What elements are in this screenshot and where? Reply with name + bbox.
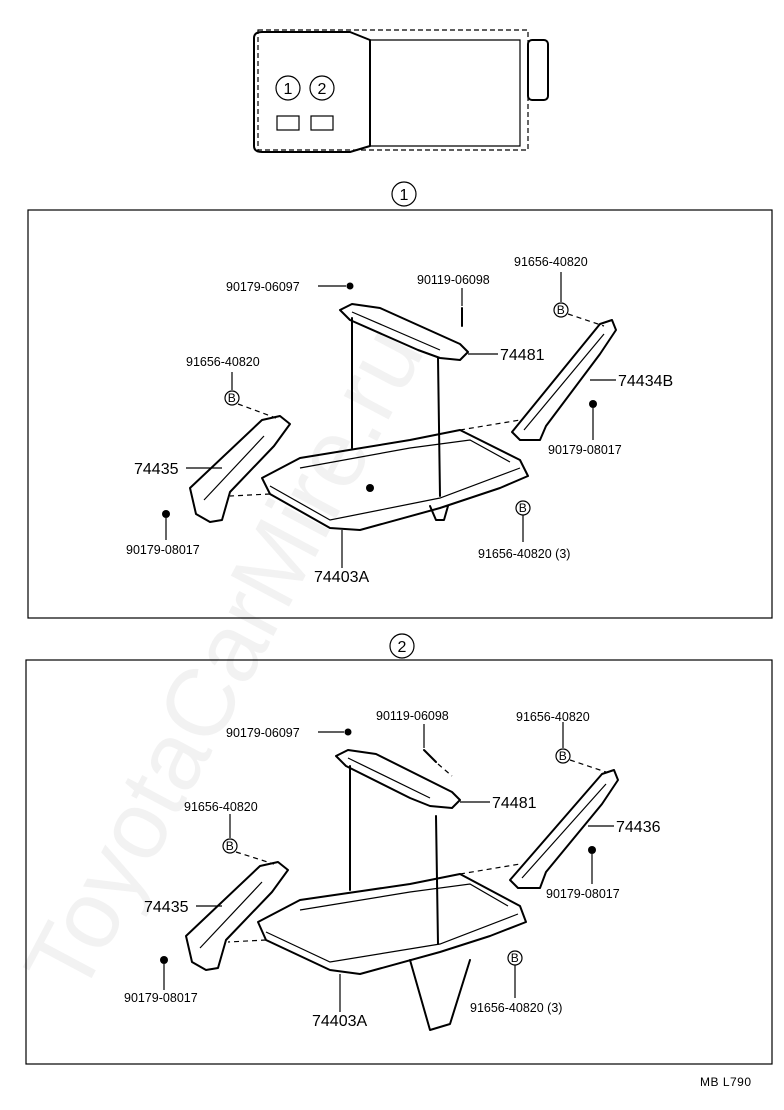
view-2-label-bolt-top-left: 90179-06097 — [226, 726, 300, 740]
view-1-label-bolt-top-left: 90179-06097 — [226, 280, 300, 294]
view-2-left-bracket[interactable] — [185, 861, 289, 971]
locator-option-1-icon[interactable] — [275, 75, 301, 101]
view-1-label-clip-bottom: 91656-40820 (3) — [478, 547, 570, 561]
view-2-bolt-icon[interactable] — [344, 728, 352, 736]
view-1-frame — [27, 209, 773, 619]
view-1-clip-bottom-icon[interactable]: B — [515, 500, 531, 516]
view-1-bolt-icon[interactable] — [346, 282, 354, 290]
view-1-label-clip-left: 91656-40820 — [186, 355, 260, 369]
view-1-number-icon — [391, 181, 417, 207]
locator-option-1-label: 1 — [284, 81, 293, 98]
view-2-label-clip-top-right: 91656-40820 — [516, 710, 590, 724]
view-2-hold-rod-right[interactable] — [435, 815, 439, 945]
view-1: 1 B B — [27, 181, 773, 619]
svg-text:B: B — [228, 391, 237, 405]
footer-code: MB L790 — [700, 1075, 752, 1089]
view-2-label-left-rod: 74435 — [144, 899, 189, 916]
view-2-number: 2 — [398, 639, 407, 656]
view-2-clamp[interactable] — [335, 749, 461, 809]
view-2-label-clip-left: 91656-40820 — [184, 800, 258, 814]
view-1-label-left-rod: 74435 — [134, 461, 179, 478]
view-2-clip-top-right-icon[interactable]: B — [555, 748, 571, 764]
view-2-clip-left-icon[interactable]: B — [222, 838, 238, 854]
view-2-label-bolt-top-mid: 90119-06098 — [376, 709, 449, 723]
svg-text:B: B — [559, 749, 568, 763]
svg-text:B: B — [557, 303, 566, 317]
view-2-tray[interactable] — [257, 873, 527, 975]
view-1-hold-rod-right[interactable] — [437, 357, 441, 497]
view-1-clip-left-icon[interactable]: B — [224, 390, 240, 406]
view-1-label-tray: 74403A — [314, 569, 369, 586]
view-1-left-bracket[interactable] — [189, 415, 291, 523]
view-1-nut-right-icon[interactable] — [589, 400, 597, 408]
view-2: 2 B B — [25, 633, 773, 1065]
view-2-frame — [25, 659, 773, 1065]
view-1-label-bolt-top-mid: 90119-06098 — [417, 273, 490, 287]
view-2-right-bracket[interactable] — [509, 769, 619, 889]
view-1-label-nut-right: 90179-08017 — [548, 443, 622, 457]
view-2-label-clip-bottom: 91656-40820 (3) — [470, 1001, 562, 1015]
view-2-label-nut-left: 90179-08017 — [124, 991, 198, 1005]
view-2-label-clamp: 74481 — [492, 795, 537, 812]
svg-text:B: B — [511, 951, 520, 965]
view-2-label-nut-right: 90179-08017 — [546, 887, 620, 901]
view-1-label-clip-top-right: 91656-40820 — [514, 255, 588, 269]
locator-thumbnail: 1 2 — [253, 29, 549, 153]
view-1-number: 1 — [400, 187, 409, 204]
locator-option-2-label: 2 — [318, 81, 327, 98]
view-1-right-bracket[interactable] — [511, 319, 617, 441]
view-1-clip-top-right-icon[interactable]: B — [553, 302, 569, 318]
view-2-nut-left-icon[interactable] — [160, 956, 168, 964]
view-1-label-clamp: 74481 — [500, 347, 545, 364]
view-1-tray[interactable] — [261, 429, 529, 531]
view-1-label-nut-left: 90179-08017 — [126, 543, 200, 557]
view-2-label-tray: 74403A — [312, 1013, 367, 1030]
view-2-number-icon — [389, 633, 415, 659]
view-2-bolt-mid-icon[interactable] — [423, 749, 437, 763]
svg-text:B: B — [226, 839, 235, 853]
locator-option-2-icon[interactable] — [309, 75, 335, 101]
view-1-nut-left-icon[interactable] — [162, 510, 170, 518]
view-1-clamp[interactable] — [339, 303, 469, 361]
view-2-clip-bottom-icon[interactable]: B — [507, 950, 523, 966]
view-2-nut-right-icon[interactable] — [588, 846, 596, 854]
svg-text:B: B — [519, 501, 528, 515]
view-2-label-right-rod: 74436 — [616, 819, 661, 836]
view-1-label-right-rod: 74434B — [618, 373, 673, 390]
